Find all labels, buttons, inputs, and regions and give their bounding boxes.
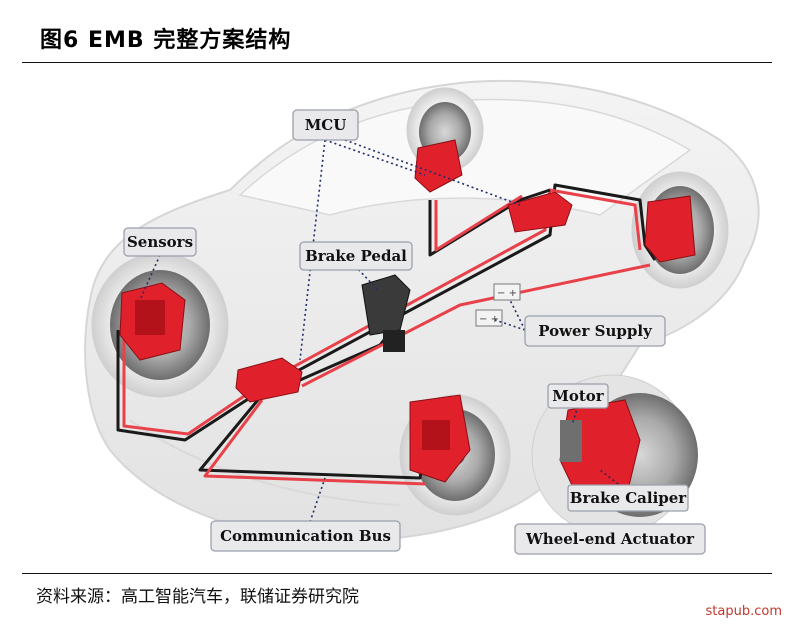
brake-pedal-device	[361, 274, 411, 352]
svg-text:− +: − +	[497, 288, 517, 299]
sensors-callout: Sensors	[123, 227, 197, 257]
bottom-divider	[22, 573, 772, 574]
motor-label: Motor	[552, 387, 605, 405]
caliper-rear-right	[644, 195, 696, 263]
top-divider	[22, 62, 772, 63]
mcu-callout: MCU	[292, 109, 359, 141]
brake-pedal-callout: Brake Pedal	[299, 241, 413, 271]
communication-bus-label: Communication Bus	[220, 527, 391, 545]
brake-caliper-label: Brake Caliper	[570, 489, 688, 507]
sensors-label: Sensors	[127, 233, 193, 251]
wheel-end-actuator-callout: Wheel-end Actuator	[514, 523, 706, 555]
caliper-front-right	[409, 394, 471, 483]
source-note: 资料来源：高工智能汽车，联储证券研究院	[36, 587, 359, 607]
motor-callout: Motor	[547, 383, 609, 409]
battery-icon: − + − +	[475, 283, 521, 327]
wheel-end-actuator-label: Wheel-end Actuator	[525, 530, 695, 548]
caliper-rear-left	[414, 139, 463, 193]
ecu-module	[235, 357, 303, 403]
power-supply-label: Power Supply	[538, 322, 653, 340]
figure-title: 图6 EMB 完整方案结构	[40, 28, 292, 53]
power-supply-callout: Power Supply	[524, 315, 666, 347]
brake-pedal-label: Brake Pedal	[305, 247, 407, 265]
emb-architecture-diagram: − + − + MCU Sensors Brake Pedal Power	[84, 79, 760, 555]
caliper-front-left	[119, 282, 186, 361]
svg-text:− +: − +	[479, 314, 499, 325]
communication-bus-callout: Communication Bus	[210, 520, 401, 552]
rear-controller	[507, 191, 573, 233]
watermark: stapub.com	[705, 604, 782, 619]
brake-caliper-callout: Brake Caliper	[567, 484, 689, 512]
mcu-label: MCU	[305, 116, 347, 134]
